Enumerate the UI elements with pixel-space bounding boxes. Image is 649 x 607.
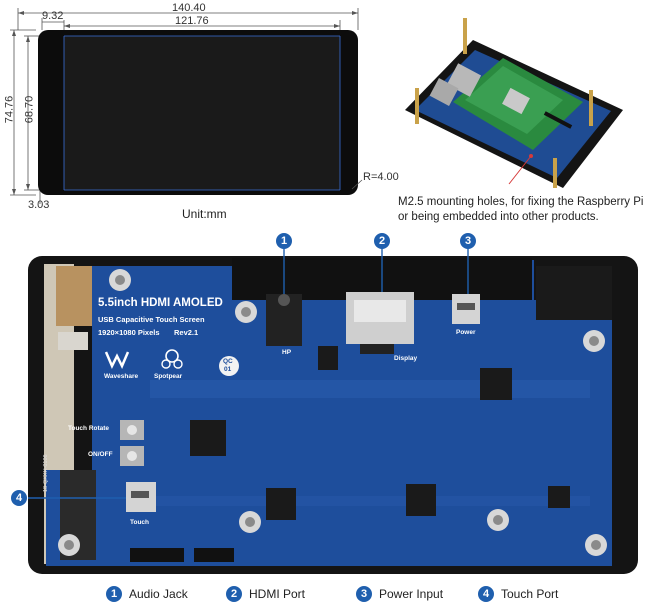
onoff-label: ON/OFF: [88, 451, 113, 458]
dimension-drawing: [10, 8, 363, 204]
brand-spotpear: Spotpear: [154, 373, 183, 380]
board-subtitle: USB Capacitive Touch Screen: [98, 315, 205, 324]
legend-marker: 1: [106, 586, 122, 602]
mounting-note-line2: or being embedded into other products.: [398, 211, 599, 223]
board-revision: Rev2.1: [174, 328, 199, 337]
legend-marker: 2: [226, 586, 242, 602]
marker-hdmi-port: 2: [374, 233, 390, 249]
legend-marker: 4: [478, 586, 494, 602]
touch-port-label: Touch: [130, 519, 150, 526]
legend-item-power-input: 3 Power Input: [356, 585, 443, 603]
product-photo: [405, 18, 623, 188]
hdmi-label: Display: [394, 355, 418, 362]
legend-item-audio-jack: 1 Audio Jack: [106, 585, 188, 603]
legend-marker: 3: [356, 586, 372, 602]
port-legend: 1 Audio Jack 2 HDMI Port 3 Power Input 4…: [0, 585, 649, 603]
qc-sticker-line1: QC: [223, 358, 233, 365]
audio-jack-label: HP: [282, 349, 292, 356]
power-label: Power: [456, 329, 476, 336]
bottom-offset-label: 3.03: [28, 199, 50, 211]
marker-power-input: 3: [460, 233, 476, 249]
marker-touch-port: 4: [11, 490, 27, 506]
display-area: [64, 36, 340, 190]
overall-width-label: 140.40: [172, 2, 206, 14]
legend-item-hdmi-port: 2 HDMI Port: [226, 585, 305, 603]
legend-label: HDMI Port: [249, 587, 306, 601]
brand-waveshare: Waveshare: [104, 373, 139, 380]
touch-rotate-label: Touch Rotate: [68, 425, 110, 432]
active-width-label: 121.76: [175, 15, 209, 27]
legend-label: Touch Port: [501, 587, 559, 601]
left-offset-label: 9.32: [42, 10, 64, 22]
corner-radius-label: R=4.00: [363, 171, 399, 183]
board-title: 5.5inch HDMI AMOLED: [98, 297, 223, 309]
marker-audio-jack: 1: [276, 233, 292, 249]
unit-label: Unit:mm: [182, 207, 227, 221]
board-resolution: 1920×1080 Pixels: [98, 328, 160, 337]
legend-item-touch-port: 4 Touch Port: [478, 585, 558, 603]
qc-sticker-line2: 01: [224, 366, 232, 373]
mounting-note-line1: M2.5 mounting holes, for fixing the Rasp…: [398, 196, 644, 208]
legend-label: Audio Jack: [129, 587, 188, 601]
legend-label: Power Input: [379, 587, 444, 601]
side-code-label: 18-QXXH-0106: [43, 454, 49, 492]
